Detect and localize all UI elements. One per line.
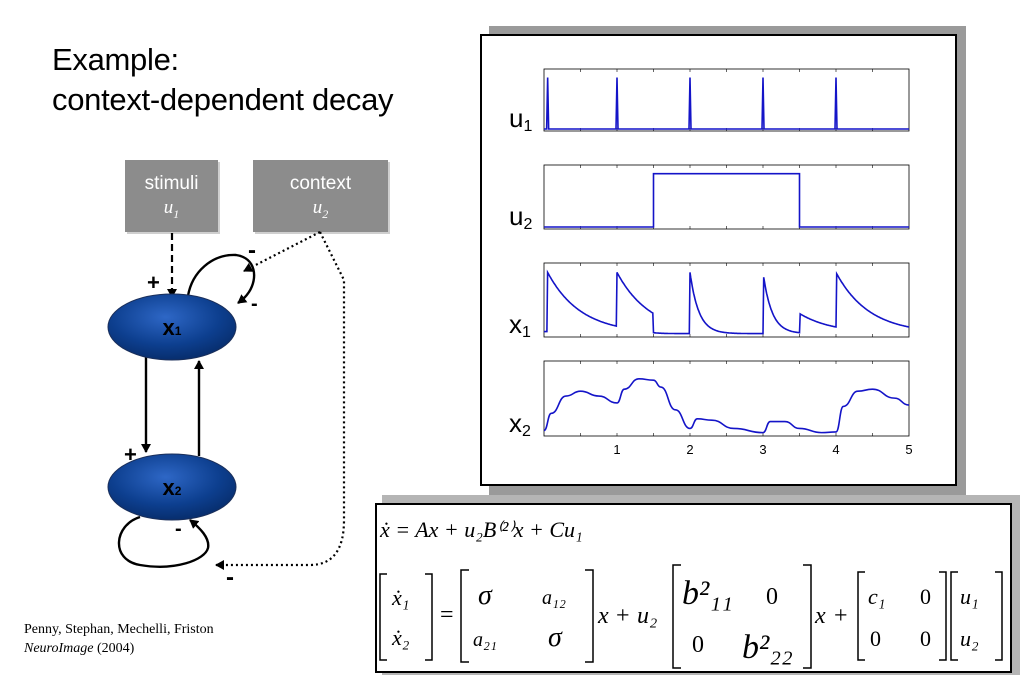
u-2: u₂ [960, 626, 979, 651]
x-tick-label: 2 [686, 442, 693, 457]
row-label-1: u1 [509, 103, 532, 135]
x-tick-label: 1 [613, 442, 620, 457]
A-21: a₂₁ [473, 629, 497, 651]
x-tick-label: 3 [759, 442, 766, 457]
C-21: 0 [870, 626, 881, 651]
C-12: 0 [920, 584, 931, 609]
A-22: σ [548, 622, 563, 653]
title-line-2: context-dependent decay [52, 82, 394, 117]
subplot-axes-1 [543, 68, 910, 132]
C-bracket-left [857, 571, 865, 661]
C-22: 0 [920, 626, 931, 651]
lhs-bracket-right [425, 573, 433, 661]
stimuli-box: stimuli u1 [125, 160, 218, 232]
row-label-3: x1 [509, 309, 531, 341]
lhs-x2: ẋ₂ [391, 625, 410, 650]
series-u1 [544, 77, 909, 130]
C-bracket-right [939, 571, 947, 661]
series-x2 [543, 377, 910, 434]
B-22: b²₂₂ [742, 629, 793, 666]
equals-sign: = [440, 602, 454, 628]
x-after-A: x [597, 603, 609, 629]
A-bracket-left [460, 569, 469, 663]
A-bracket-right [585, 569, 594, 663]
B-11: b²₁₁ [682, 575, 733, 612]
row-label-2: u2 [509, 201, 532, 233]
citation-journal-line: NeuroImage (2004) [24, 639, 214, 658]
B-bracket-right [803, 564, 812, 669]
C-11: c₁ [868, 584, 885, 609]
plus-1: + [616, 603, 630, 629]
subplot-axes-3 [543, 262, 910, 338]
B-21: 0 [692, 632, 704, 658]
x-tick-label: 5 [905, 442, 912, 457]
context-box: context u2 [253, 160, 388, 232]
equation-panel [375, 503, 1012, 673]
B-12: 0 [766, 584, 778, 610]
A-12: a₁₂ [542, 587, 566, 609]
citation-authors: Penny, Stephan, Mechelli, Friston [24, 622, 214, 637]
A-11: σ [478, 580, 493, 611]
lhs-bracket-left [379, 573, 387, 661]
x-after-B: x [814, 603, 826, 629]
series-u2 [544, 172, 909, 228]
citation: Penny, Stephan, Mechelli, Friston NeuroI… [24, 620, 214, 658]
subplot-axes-4 [543, 360, 910, 437]
u-bracket-right [995, 571, 1003, 661]
x-tick-label: 4 [832, 442, 839, 457]
u-bracket-left [950, 571, 958, 661]
plus-2: + [834, 603, 848, 629]
stimuli-symbol: u1 [163, 197, 180, 221]
citation-journal: NeuroImage [24, 641, 94, 656]
citation-year: (2004) [96, 641, 135, 656]
slide-title: Example: context-dependent decay [52, 40, 394, 120]
u-1: u₁ [960, 584, 979, 609]
context-symbol: u2 [312, 197, 329, 221]
series-x1 [544, 269, 910, 335]
row-label-4: x2 [509, 408, 531, 440]
B-bracket-left [672, 564, 681, 669]
lhs-x1: ẋ₁ [391, 585, 409, 610]
u2-factor: u₂ [637, 603, 657, 629]
subplot-axes-2 [543, 164, 910, 230]
context-label: context [289, 173, 352, 194]
state-equation: ẋ = Ax + u₂B⁽²⁾x + Cu₁ [379, 517, 583, 542]
stimuli-label: stimuli [144, 173, 199, 194]
title-line-1: Example: [52, 42, 179, 77]
